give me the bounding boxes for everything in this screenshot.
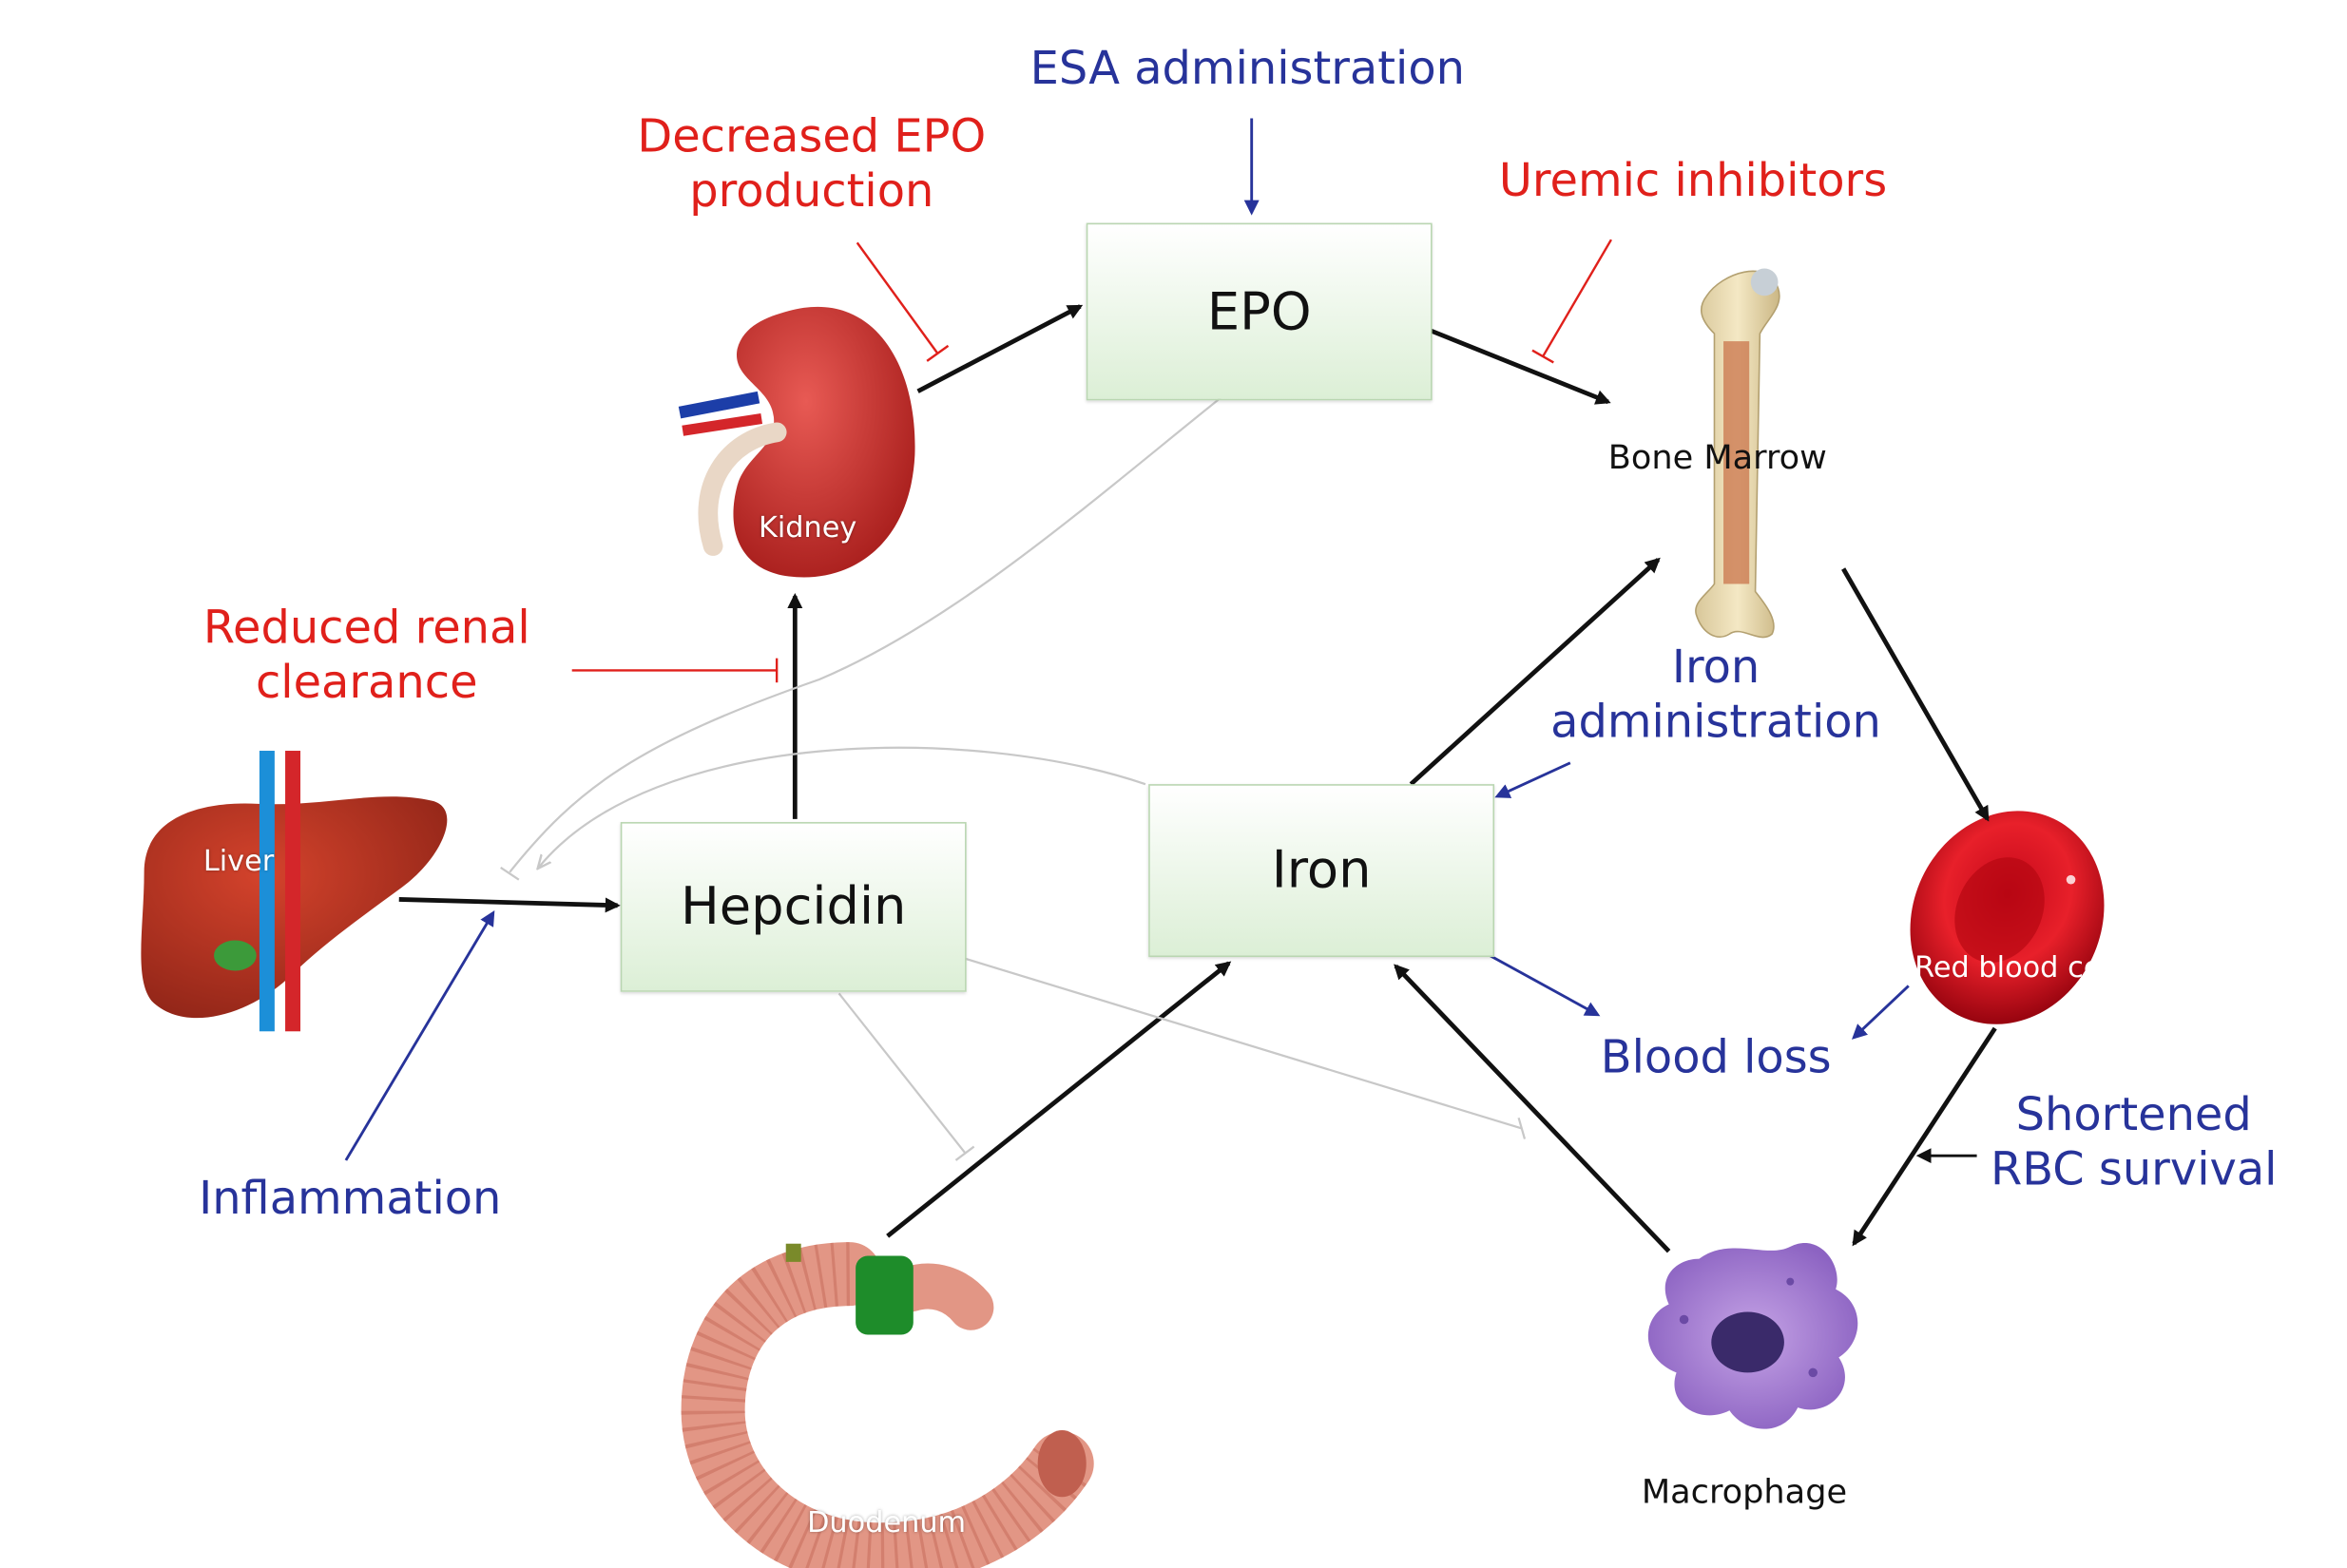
reduced-renal-line2: clearance (255, 657, 478, 710)
liver-label: Liver (202, 844, 275, 879)
blood-loss-label: Blood loss (1600, 1031, 1832, 1085)
esa-administration-label: ESA administration (1029, 42, 1465, 96)
iron-admin-line1: Iron (1671, 641, 1760, 695)
liver-illustration (141, 751, 448, 1032)
iron-box: Iron (1148, 784, 1495, 958)
shortened-rbc-survival-label: Shortened RBC survival (1991, 1089, 2278, 1198)
iron-administration-label: Iron administration (1550, 641, 1881, 751)
decreased-epo-label: Decreased EPO production (637, 111, 986, 220)
macrophage-label: Macrophage (1641, 1474, 1848, 1513)
inflammation-label: Inflammation (199, 1172, 502, 1226)
red-blood-cell-illustration (1910, 811, 2105, 1024)
kidney-illustration (678, 306, 915, 578)
decreased-epo-line2: production (689, 164, 934, 219)
uremic-inhibitors-label: Uremic inhibitors (1498, 154, 1888, 208)
duodenum-label: Duodenum (807, 1505, 967, 1539)
decreased-epo-line1: Decreased EPO (637, 110, 987, 164)
inhibitor-lines (571, 239, 1612, 683)
iron-admin-line2: administration (1550, 696, 1881, 750)
flow-arrows (398, 304, 1997, 1253)
duodenum-illustration (681, 1242, 1094, 1568)
shortened-line1: Shortened (2015, 1088, 2252, 1142)
intervention-arrows (344, 118, 1910, 1161)
red-blood-cell-label: Red blood cell (1914, 950, 2118, 985)
kidney-label: Kidney (759, 510, 857, 545)
feedback-lines (500, 396, 1527, 1161)
reduced-renal-line1: Reduced renal (202, 602, 530, 656)
epo-box: EPO (1086, 222, 1433, 401)
shortened-line2: RBC survival (1990, 1143, 2278, 1197)
bone-illustration (1695, 268, 1780, 639)
bone-marrow-label: Bone Marrow (1607, 439, 1827, 478)
reduced-renal-clearance-label: Reduced renal clearance (203, 602, 530, 712)
macrophage-illustration (1647, 1243, 1858, 1429)
hepcidin-box: Hepcidin (620, 822, 967, 992)
